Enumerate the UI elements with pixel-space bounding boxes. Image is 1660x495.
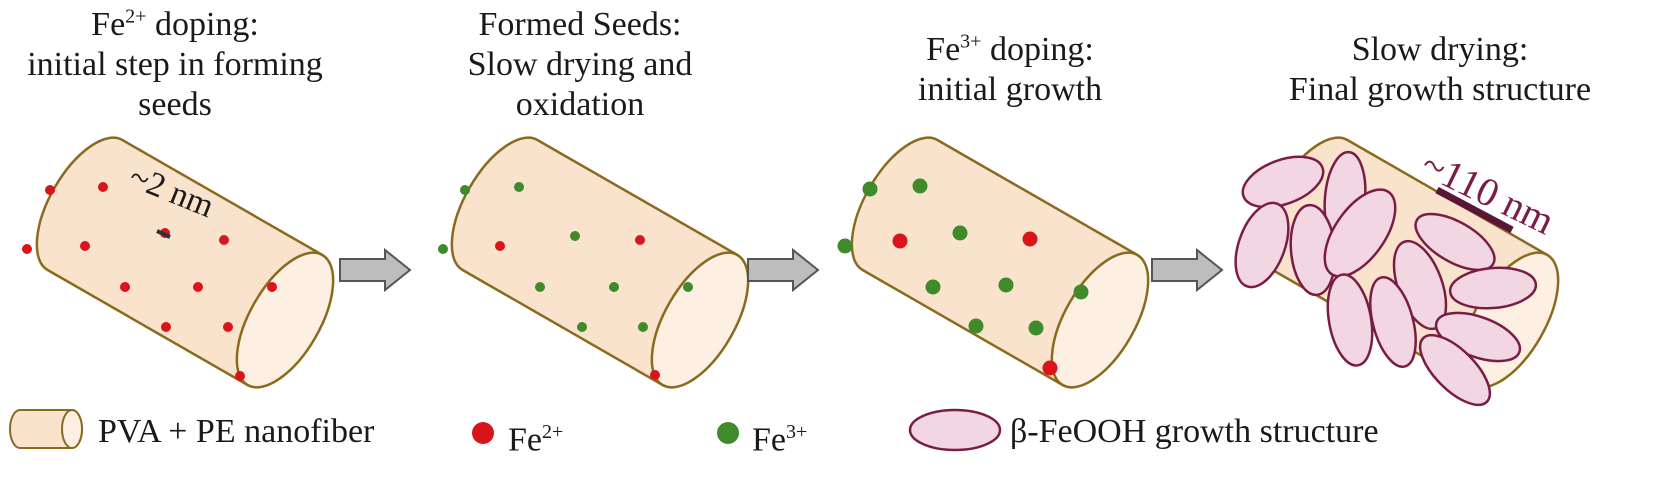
- legend-growth-label: β-FeOOH growth structure: [1010, 413, 1379, 450]
- growth-structure-ellipse: [1323, 188, 1397, 278]
- growth-structure-ellipse: [1241, 155, 1325, 209]
- fe2-ion-dot: [635, 235, 645, 245]
- process-arrow-3: [1151, 247, 1224, 293]
- legend-fe3-dot: [717, 422, 739, 444]
- growth-structure-ellipse: [1448, 266, 1538, 310]
- fe2-ion-dot: [120, 282, 130, 292]
- fe3-ion-dot: [577, 322, 587, 332]
- step4-title: Slow drying: Final growth structure: [1288, 31, 1592, 108]
- legend-symbols: [9, 408, 1002, 452]
- fe3-ion-dot: [862, 181, 878, 197]
- legend-nanofiber-cap-icon: [61, 409, 83, 449]
- scale-bars: [156, 186, 1514, 239]
- process-arrows: [339, 247, 1224, 293]
- fe3-ion-dot: [912, 178, 928, 194]
- scale-bar-small: [156, 229, 171, 239]
- fe3-ion-dot: [570, 231, 580, 241]
- fe3-ion-dot: [514, 182, 524, 192]
- fe3-ion-dot: [460, 185, 470, 195]
- fe3-ion-dot: [609, 282, 619, 292]
- legend-fe2-label: Fe2+: [508, 421, 564, 459]
- legend-fe3-label: Fe3+: [752, 421, 808, 459]
- fe3-ion-dot: [438, 244, 448, 254]
- nanofiber-cap-3: [1050, 251, 1150, 389]
- ion-dots: [22, 178, 1089, 381]
- fe2-ion-dot: [1022, 231, 1038, 247]
- fe2-ion-dot: [219, 235, 229, 245]
- step1-title: Fe2+ doping: initial step in forming see…: [27, 5, 323, 123]
- growth-structure-ellipse: [1369, 276, 1417, 368]
- legend-growth-icon: [908, 408, 1002, 452]
- fe2-ion-dot: [650, 370, 660, 380]
- nanofiber-cap-1: [235, 251, 335, 389]
- fe3-ion-dot: [968, 318, 984, 334]
- fe3-ion-dot: [1073, 284, 1089, 300]
- growth-structure-ellipse: [1234, 201, 1290, 289]
- fe3-ion-dot: [535, 282, 545, 292]
- fe2-ion-dot: [80, 241, 90, 251]
- fe2-ion-dot: [98, 182, 108, 192]
- fe2-ion-dot: [1042, 360, 1058, 376]
- fe2-ion-dot: [235, 371, 245, 381]
- fe3-ion-dot: [837, 238, 853, 254]
- scale-bar-large: [1435, 186, 1514, 234]
- step3-title: Fe3+ doping: initial growth: [917, 30, 1103, 108]
- fe2-ion-dot: [22, 244, 32, 254]
- fe2-ion-dot: [223, 322, 233, 332]
- fe3-ion-dot: [925, 279, 941, 295]
- step2-title: Formed Seeds: Slow drying and oxidation: [467, 6, 693, 123]
- fe2-ion-dot: [193, 282, 203, 292]
- fe3-ion-dot: [952, 225, 968, 241]
- growth-structure-ellipse: [1414, 212, 1496, 272]
- process-arrow-1: [339, 247, 412, 293]
- fe3-ion-dot: [638, 322, 648, 332]
- fe3-ion-dot: [998, 277, 1014, 293]
- fe2-ion-dot: [892, 233, 908, 249]
- fe2-ion-dot: [45, 185, 55, 195]
- legend-fe2-dot: [472, 422, 494, 444]
- fe2-ion-dot: [267, 282, 277, 292]
- nanofiber-cap-2: [650, 251, 750, 389]
- growth-structures: [1234, 150, 1538, 407]
- fe3-ion-dot: [1028, 320, 1044, 336]
- fe3-ion-dot: [683, 282, 693, 292]
- fe2-ion-dot: [495, 241, 505, 251]
- fe2-ion-dot: [161, 322, 171, 332]
- legend-nanofiber-label: PVA + PE nanofiber: [98, 413, 375, 450]
- growth-structure-ellipse: [1418, 333, 1492, 407]
- process-arrow-2: [747, 247, 820, 293]
